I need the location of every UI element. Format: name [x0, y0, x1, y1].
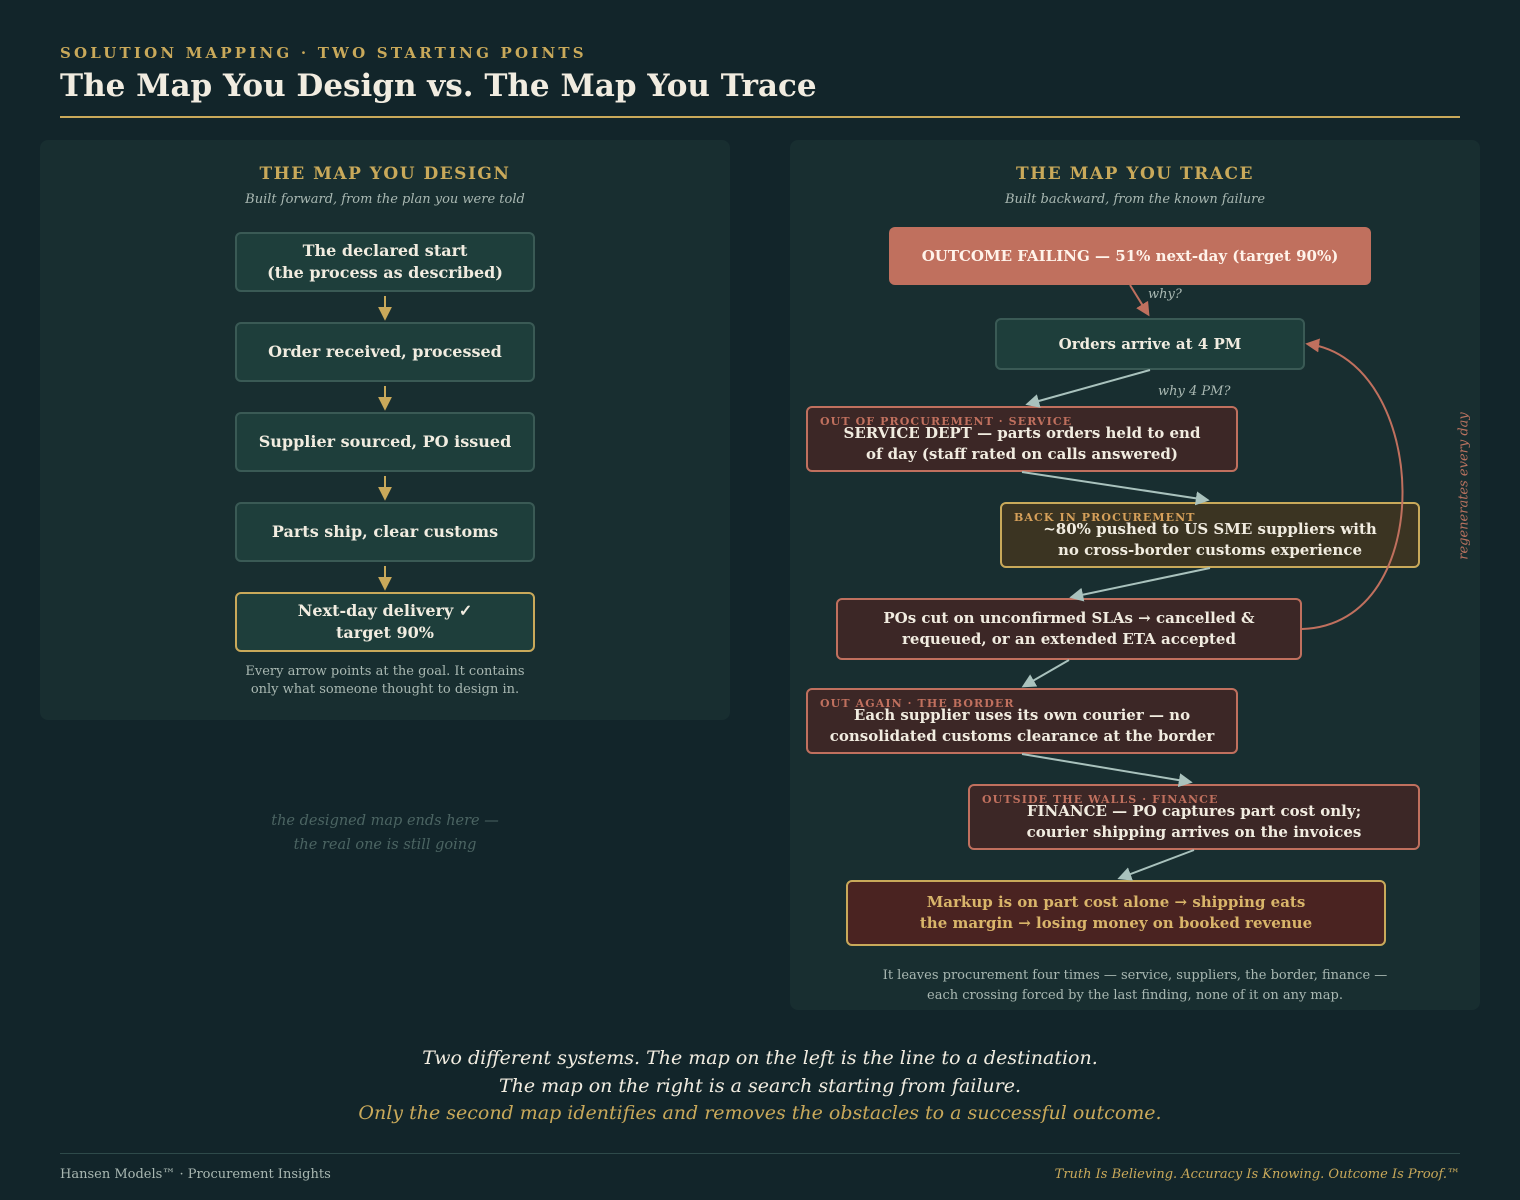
footer-tagline: Truth Is Believing. Accuracy Is Knowing.…	[1054, 1167, 1460, 1182]
closing-line: The map on the right is a search startin…	[498, 1074, 1022, 1097]
footer-divider	[60, 1153, 1460, 1154]
unconfirmed-sla-box: POs cut on unconfirmed SLAs → cancelled …	[836, 598, 1302, 660]
node-tag: BACK IN PROCUREMENT	[1014, 511, 1196, 524]
node-line: requeued, or an extended ETA accepted	[902, 630, 1236, 648]
service-dept-box: OUT OF PROCUREMENT · SERVICE SERVICE DEP…	[806, 406, 1238, 472]
ghost-line: the designed map ends here —	[271, 813, 499, 829]
design-panel-subtitle: Built forward, from the plan you were to…	[245, 192, 525, 207]
procurement-suppliers-box: BACK IN PROCUREMENT ~80% pushed to US SM…	[1000, 502, 1420, 568]
border-courier-box: OUT AGAIN · THE BORDER Each supplier use…	[806, 688, 1238, 754]
kicker: SOLUTION MAPPING · TWO STARTING POINTS	[60, 44, 587, 62]
final-line: Markup is on part cost alone → shipping …	[926, 893, 1306, 911]
trace-panel-subtitle: Built backward, from the known failure	[1004, 192, 1266, 207]
arrive-text: Orders arrive at 4 PM	[1058, 334, 1242, 353]
node-line: courier shipping arrives on the invoices	[1026, 823, 1362, 841]
step-line: Parts ship, clear customs	[271, 521, 499, 541]
finance-box: OUTSIDE THE WALLS · FINANCE FINANCE — PO…	[968, 784, 1420, 850]
trace-panel-title: THE MAP YOU TRACE	[1016, 164, 1254, 184]
why-4pm-label: why 4 PM?	[1158, 384, 1231, 399]
node-line: of day (staff rated on calls answered)	[866, 445, 1178, 463]
node-line: POs cut on unconfirmed SLAs → cancelled …	[883, 609, 1255, 627]
step-line: The declared start	[302, 240, 468, 260]
closing-highlight-line: Only the second map identifies and remov…	[358, 1102, 1162, 1125]
failing-text: OUTCOME FAILING — 51% next-day (target 9…	[921, 246, 1339, 265]
design-step-declared-start: The declared start (the process as descr…	[235, 232, 535, 292]
final-line: the margin → losing money on booked reve…	[919, 914, 1313, 932]
step-line: Next-day delivery ✓	[297, 600, 473, 620]
orders-arrive-box: Orders arrive at 4 PM	[995, 318, 1305, 370]
note-line: Every arrow points at the goal. It conta…	[245, 664, 525, 679]
margin-loss-box: Markup is on part cost alone → shipping …	[846, 880, 1386, 946]
closing-line: Two different systems. The map on the le…	[422, 1047, 1098, 1069]
node-line: Each supplier uses its own courier — no	[853, 706, 1191, 724]
title-divider	[60, 116, 1460, 118]
design-step-parts-ship: Parts ship, clear customs	[235, 502, 535, 562]
page-title: The Map You Design vs. The Map You Trace	[60, 68, 817, 104]
step-line: (the process as described)	[267, 263, 503, 282]
node-tag: OUT OF PROCUREMENT · SERVICE	[820, 415, 1073, 428]
step-line: Order received, processed	[268, 341, 502, 361]
step-line: Supplier sourced, PO issued	[258, 431, 512, 451]
node-tag: OUTSIDE THE WALLS · FINANCE	[982, 793, 1219, 806]
regenerates-label: regenerates every day	[1456, 412, 1472, 560]
footer-brand: Hansen Models™ · Procurement Insights	[60, 1167, 331, 1182]
designed-map-ends-note: the designed map ends here — the real on…	[235, 810, 535, 858]
node-line: consolidated customs clearance at the bo…	[829, 727, 1215, 745]
design-step-goal: Next-day delivery ✓ target 90%	[235, 592, 535, 652]
note-line: It leaves procurement four times — servi…	[882, 968, 1388, 983]
design-panel-title: THE MAP YOU DESIGN	[259, 164, 511, 184]
trace-panel-note: It leaves procurement four times — servi…	[830, 966, 1440, 1006]
node-line: FINANCE — PO captures part cost only;	[1026, 802, 1362, 820]
outcome-failing-box: OUTCOME FAILING — 51% next-day (target 9…	[889, 227, 1371, 285]
node-line: SERVICE DEPT — parts orders held to end	[843, 424, 1201, 442]
design-step-order-received: Order received, processed	[235, 322, 535, 382]
design-panel-note: Every arrow points at the goal. It conta…	[235, 663, 535, 699]
closing-statement: Two different systems. The map on the le…	[0, 1045, 1520, 1128]
note-line: each crossing forced by the last finding…	[927, 988, 1343, 1004]
node-line: no cross-border customs experience	[1057, 541, 1363, 559]
ghost-line: the real one is still going	[293, 836, 477, 853]
node-tag: OUT AGAIN · THE BORDER	[820, 697, 1015, 710]
node-line: ~80% pushed to US SME suppliers with	[1043, 520, 1377, 538]
why-label: why?	[1148, 287, 1182, 302]
design-step-supplier-sourced: Supplier sourced, PO issued	[235, 412, 535, 472]
note-line: only what someone thought to design in.	[250, 682, 520, 698]
step-line: target 90%	[336, 623, 434, 642]
